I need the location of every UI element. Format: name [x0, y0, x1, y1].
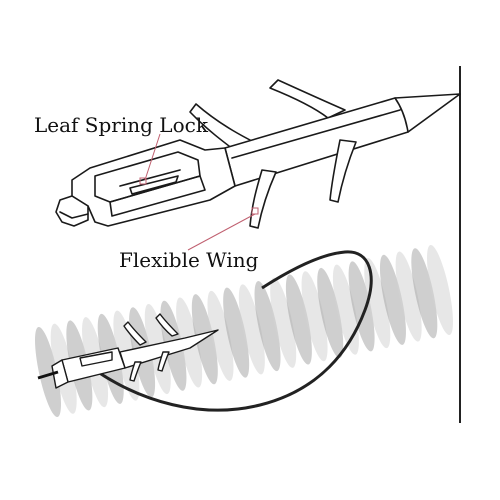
coil-ring	[238, 284, 265, 375]
upper-wing-front	[269, 79, 346, 119]
leader-leaf-spring	[144, 133, 161, 181]
coil-ring	[270, 277, 297, 368]
leader-flexible-wing	[187, 213, 256, 251]
coil-ring	[254, 281, 281, 372]
coil-ring	[35, 326, 61, 418]
coil-ring	[395, 251, 422, 342]
device-closeup	[55, 79, 461, 229]
lower-wing-rear	[329, 139, 357, 203]
coil-ring	[285, 274, 312, 365]
figure-frame-line	[459, 66, 461, 423]
coil-ring	[223, 287, 250, 378]
coil-ring	[427, 244, 453, 336]
coil-ring	[317, 267, 344, 358]
coil-ring	[348, 261, 375, 352]
leader-lines	[139, 133, 259, 251]
coil-ring	[207, 290, 234, 381]
coil-ring	[332, 264, 359, 355]
device-small	[51, 313, 219, 389]
coil-ring	[411, 248, 438, 339]
leaf-spring-lock-label: Leaf Spring Lock	[34, 113, 208, 137]
end-cap	[55, 195, 89, 227]
wire-hook	[97, 250, 373, 412]
flexible-wing-label: Flexible Wing	[119, 248, 259, 272]
coil-ring	[379, 254, 406, 345]
coil-ring	[301, 271, 328, 362]
